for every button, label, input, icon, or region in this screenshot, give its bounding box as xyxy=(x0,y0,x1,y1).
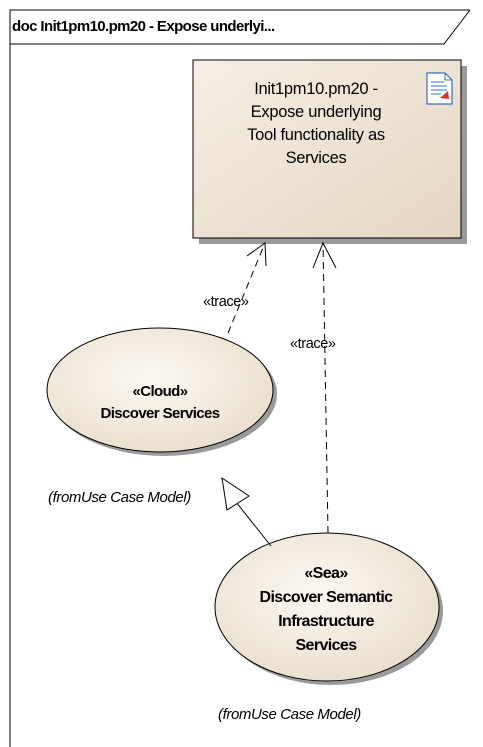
usecase-name-line-1: Discover Semantic xyxy=(259,589,394,606)
trace-connector-2[interactable] xyxy=(322,242,329,534)
usecase-discover-services-package-note: (fromUse Case Model) xyxy=(48,489,191,506)
requirement-document-icon xyxy=(426,72,453,105)
frame-title: doc Init1pm10.pm20 - Expose underlyi... xyxy=(12,18,275,35)
frame-border xyxy=(9,9,470,747)
generalization-connector[interactable] xyxy=(235,501,272,547)
requirement-name-line-4: Services xyxy=(285,149,347,167)
frame-tab xyxy=(10,9,471,45)
trace-label-2: «trace» xyxy=(290,336,336,352)
requirement-name-line-3: Tool functionality as xyxy=(247,126,385,144)
requirement-name-line-1: Init1pm10.pm20 - xyxy=(254,80,378,98)
trace-label-1: «trace» xyxy=(203,294,249,310)
usecase-discover-services[interactable] xyxy=(46,327,274,453)
usecase-name-line-2: Infrastructure xyxy=(278,613,374,630)
requirement-box[interactable] xyxy=(192,59,462,239)
requirement-name-line-2: Expose underlying xyxy=(250,103,382,121)
trace-arrowhead-1 xyxy=(246,242,267,267)
generalization-arrowhead xyxy=(221,476,250,511)
usecase-stereotype: «Sea» xyxy=(304,565,348,582)
usecase-discover-semantic-package-note: (fromUse Case Model) xyxy=(218,706,361,723)
usecase-name-line-3: Services xyxy=(295,637,357,654)
usecase-discover-semantic-label: «Sea» Discover Semantic Infrastructure S… xyxy=(213,562,439,658)
usecase-name: Discover Services xyxy=(100,405,220,422)
trace-connector-1[interactable] xyxy=(227,242,266,334)
usecase-stereotype: «Cloud» xyxy=(132,383,189,400)
usecase-discover-semantic[interactable] xyxy=(214,532,440,682)
trace-arrowhead-2 xyxy=(312,241,337,269)
requirement-name: Init1pm10.pm20 - Expose underlying Tool … xyxy=(196,78,436,170)
usecase-discover-services-label: «Cloud» Discover Services xyxy=(50,381,270,425)
